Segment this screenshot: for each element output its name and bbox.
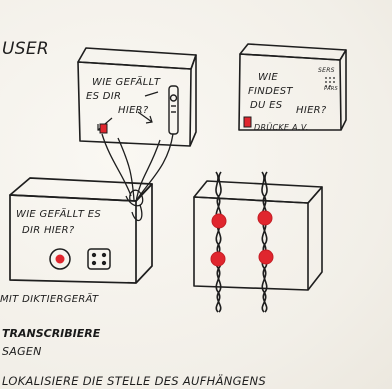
note-line-say: SAGEN [2, 345, 42, 358]
note-line-locate: LOKALISIERE DIE STELLE DES AUFHÄNGENS [2, 373, 266, 388]
box-one-question-line3: HIER? [118, 105, 149, 116]
box-two-question-line1: WIE [258, 72, 278, 83]
box-two-grille-icon [325, 77, 335, 87]
box-two-red-button[interactable] [243, 116, 252, 128]
box-two-question-line3: DU ES [250, 100, 283, 111]
mount-point-icon [258, 249, 274, 265]
box-two-corner-note: SERS [318, 67, 335, 74]
mount-points [210, 210, 274, 267]
twisted-cable-left [215, 171, 222, 313]
box-two-button-hint: DRÜCKE A.V. [254, 122, 309, 132]
header-fragment: USER [2, 39, 49, 59]
box-one-red-button[interactable] [99, 123, 108, 134]
box-two-question-line4: HIER? [296, 105, 327, 116]
note-line-transcribe: TRANSCRIBIERE [2, 327, 101, 340]
note-line-dictation: MIT DIKTIERGERÄT [0, 292, 99, 305]
box-two-question-line2: FINDEST [248, 86, 293, 97]
cable-bundle [101, 133, 174, 222]
box-one-question-line1: WIE GEFÄLLT [92, 75, 161, 88]
box-two [238, 43, 347, 131]
mount-point-icon [211, 213, 227, 229]
box-two-corner-note2: PARS [324, 86, 339, 92]
mount-point-icon [210, 251, 226, 267]
twisted-cable-right [261, 171, 268, 313]
device-question-line1: WIE GEFÄLLT ES [16, 207, 101, 220]
device-three [9, 177, 153, 284]
device-dice-icon [87, 248, 111, 270]
device-record-button[interactable] [49, 248, 71, 270]
box-one-speaker-icon [168, 85, 179, 135]
mount-point-icon [257, 210, 273, 226]
box-four [193, 180, 323, 291]
box-one [77, 47, 197, 147]
device-question-line2: DIR HIER? [22, 225, 75, 236]
box-one-question-line2: ES DIR [86, 91, 121, 102]
